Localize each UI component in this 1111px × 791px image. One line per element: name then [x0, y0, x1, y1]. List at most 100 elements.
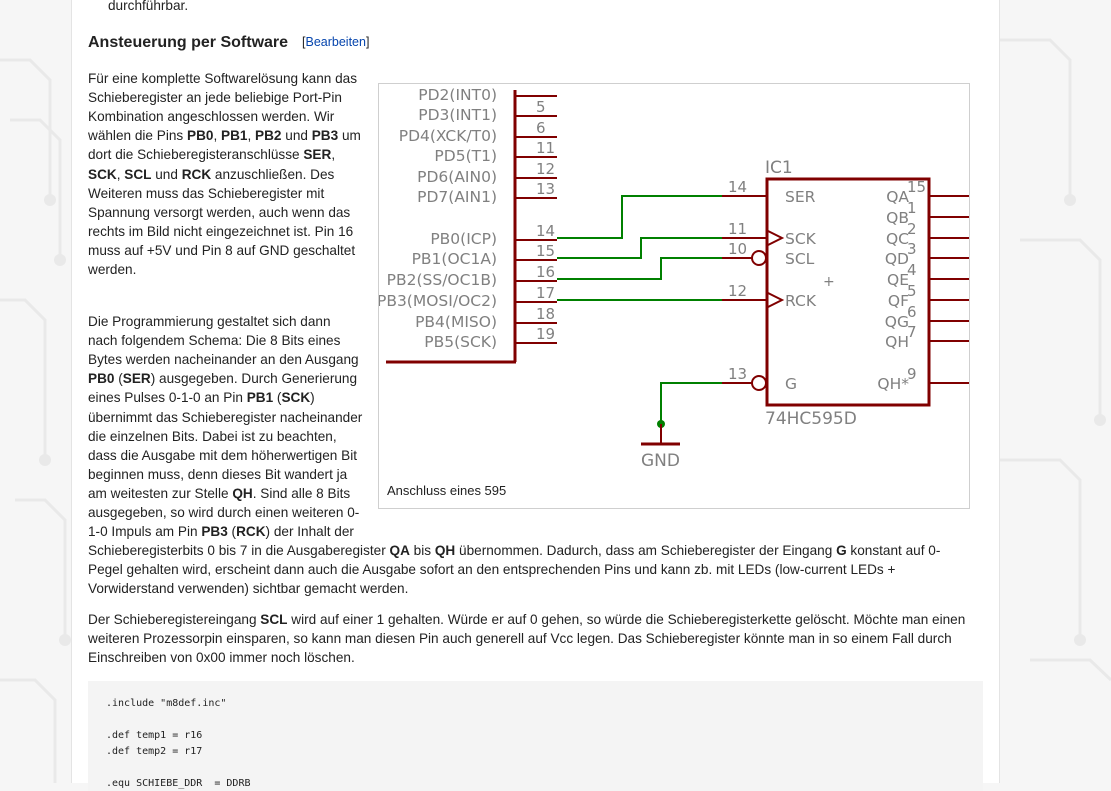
code-line: .equ SCHIEBE_DDR = DDRB [106, 778, 251, 789]
schematic-diagram: PD2(INT0)PD3(INT1)5PD4(XCK/T0)6PD5(T1)11… [379, 86, 969, 471]
text-line: muss auf +5V und Pin 8 auf GND geschalte… [88, 242, 356, 258]
ic-output-name: QB [886, 209, 909, 227]
mcu-pin-name: PB1(OC1A) [412, 250, 497, 268]
mcu-pin-number: 16 [536, 263, 555, 281]
text-line: Pegel gehalten wird, erscheint dann auch… [88, 562, 896, 578]
mcu-pin-name: PB2(SS/OC1B) [387, 271, 497, 289]
text-line: dass die Ausgabe mit dem höherwertigen B… [88, 447, 358, 463]
text-line: 1-0 Impuls am Pin PB3 (RCK) der Inhalt d… [88, 524, 354, 540]
ic-input-name: SCL [785, 250, 815, 268]
text-line: ausgegeben, so wird durch einen weiteren… [88, 505, 360, 520]
mcu-pin-name: PD5(T1) [434, 147, 497, 165]
wire-g [660, 382, 722, 424]
code-block: .include "m8def.inc" .def temp1 = r16 .def… [88, 681, 983, 791]
ic-input-number: 13 [728, 365, 747, 383]
ic-input-number: 14 [728, 178, 747, 196]
figure-caption: Anschluss eines 595 [387, 483, 507, 498]
code-line: .def temp1 = r16 [106, 730, 203, 741]
text-line: weiteren Prozessorpin einsparen, so kann… [88, 631, 952, 647]
text-line: übernimmt das Schieberegister nacheinand… [88, 409, 363, 425]
mcu-pin-number: 18 [536, 305, 555, 323]
text-line: Bytes werden nacheinander an den Ausgang [88, 352, 359, 368]
ic-output-name: QC [886, 230, 909, 248]
wire-scl [557, 257, 722, 280]
top-text: durchführbar. [108, 0, 189, 13]
ic-output-name: QD [885, 250, 909, 268]
code-line: .def temp2 = r17 [106, 746, 203, 757]
mcu-pin-name: PD7(AIN1) [417, 188, 497, 206]
ic-output-name: QH [885, 333, 909, 351]
ic-output-name: QG [885, 313, 909, 331]
ic-input-name: RCK [785, 292, 817, 310]
plus-sign: + [823, 274, 835, 290]
wire-ser [557, 195, 722, 239]
ic-output-name: QH* [877, 375, 909, 393]
text-line: Für eine komplette Softwarelösung kann d… [88, 71, 358, 86]
ic-output-number: 9 [907, 365, 917, 383]
ic-part-number: 74HC595D [765, 409, 857, 429]
ic-output-number: 2 [907, 220, 917, 238]
gnd-label: GND [641, 451, 680, 471]
mcu-pin-number: 19 [536, 325, 555, 343]
ic-output-number: 15 [907, 178, 926, 196]
text-line: am weitesten zur Stelle QH. Sind alle 8 … [88, 485, 351, 501]
ic-input-number: 12 [728, 282, 747, 300]
text-line: beginnen muss, denn dieses Bit wandert j… [88, 466, 348, 482]
mcu-pin-number: 6 [536, 119, 546, 137]
mcu-pin-number: 5 [536, 98, 546, 116]
mcu-pin-name: PD3(INT1) [418, 106, 497, 124]
ic-output-number: 4 [907, 261, 917, 279]
mcu-pin-number: 12 [536, 160, 555, 178]
mcu-pin-name: PB4(MISO) [415, 313, 497, 331]
ic-output-name: QF [888, 292, 909, 310]
edit-link[interactable]: Bearbeiten [305, 35, 366, 49]
ic-label: IC1 [765, 158, 793, 178]
text-line: SCK, SCL und RCK anzuschließen. Des [88, 166, 335, 182]
mcu-pin-name: PD4(XCK/T0) [399, 127, 497, 145]
text-line: wählen die Pins PB0, PB1, PB2 und PB3 um [88, 128, 361, 144]
wire-sck [557, 237, 722, 259]
ic-output-number: 6 [907, 303, 917, 321]
text-line: Vorwiderstand verwenden) sichtbar gemach… [88, 581, 409, 597]
ic-output-number: 5 [907, 282, 917, 300]
mcu-pin-number: 13 [536, 180, 555, 198]
text-line: nach folgendem Schema: Die 8 Bits eines [88, 333, 341, 349]
inversion-bubble [751, 250, 767, 266]
ic-output-number: 3 [907, 240, 917, 258]
text-line: rechts im Bild nicht eingezeichnet ist. … [88, 223, 354, 239]
mcu-pin-number: 17 [536, 284, 555, 302]
mcu-pin-name: PD2(INT0) [418, 86, 497, 104]
text-line: Weiteren muss das Schieberegister mit [88, 185, 325, 201]
text-line: Schieberegisterbits 0 bis 7 in die Ausga… [88, 543, 941, 559]
text-line: Die Programmierung gestaltet sich dann [88, 314, 331, 329]
mcu-pin-number: 11 [536, 139, 555, 157]
text-line: die einzelnen Bits. Dabei ist zu beachte… [88, 428, 337, 444]
mcu-pin-name: PB0(ICP) [430, 230, 497, 248]
clock-marker [767, 230, 785, 246]
ic-output-number: 7 [907, 323, 917, 341]
text-line: Kombination angeschlossen werden. Wir [88, 109, 335, 125]
ic-input-number: 11 [728, 220, 747, 238]
inversion-bubble [751, 375, 767, 391]
text-line: PB0 (SER) ausgegeben. Durch Generierung [88, 371, 358, 387]
code-line: .include "m8def.inc" [106, 698, 227, 709]
ic-output-name: QA [886, 188, 909, 206]
text-line: Schieberegister an jede beliebige Port-P… [88, 90, 342, 106]
ic-input-name: G [785, 375, 797, 393]
mcu-pin-number: 14 [536, 222, 555, 240]
section-heading: Ansteuerung per Software [88, 34, 289, 51]
text-line: Spannung versorgt werden, auch wenn das [88, 204, 351, 220]
text-line: werden. [88, 262, 137, 277]
ic-input-number: 10 [728, 240, 747, 258]
ic-body [765, 177, 931, 407]
article-content: durchführbar. Ansteuerung per Software [… [71, 0, 1000, 791]
text-line: eines Pulses 0-1-0 an Pin PB1 (SCK) [88, 390, 315, 406]
ic-output-number: 1 [907, 199, 917, 217]
ic-input-name: SER [785, 188, 816, 206]
text-line: Der Schieberegistereingang SCL wird auf … [88, 612, 966, 627]
mcu-pin-name: PB3(MOSI/OC2) [379, 292, 497, 310]
mcu-pin-name: PB5(SCK) [424, 333, 497, 351]
edit-section: [Bearbeiten] [302, 35, 370, 49]
